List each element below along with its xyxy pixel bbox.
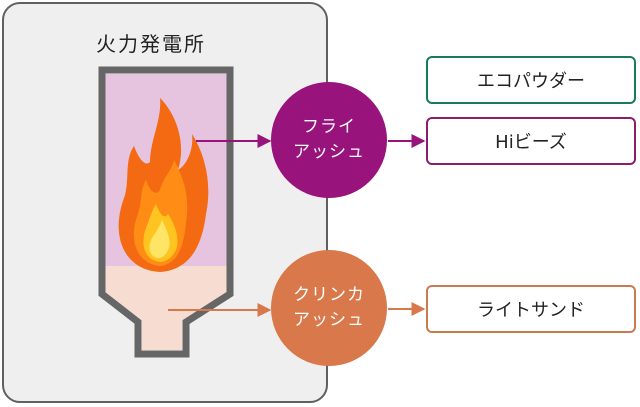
product-hi-beads-label: Hiビーズ	[495, 132, 567, 153]
fly-ash-bubble: フライ アッシュ	[271, 82, 387, 198]
plant-title: 火力発電所	[96, 32, 206, 56]
flame-icon	[118, 98, 209, 272]
clinker-ash-bubble: クリンカ アッシュ	[271, 250, 387, 366]
boiler-lower-region	[105, 266, 227, 350]
product-eco-powder-label: エコパウダー	[477, 71, 585, 92]
clinker-ash-label-line1: クリンカ	[293, 285, 365, 306]
product-light-sand: ライトサンド	[426, 285, 636, 333]
boiler-outline	[98, 66, 234, 358]
fly-ash-label-line1: フライ	[302, 117, 356, 138]
product-hi-beads: Hiビーズ	[426, 117, 636, 165]
fly-ash-label-line2: アッシュ	[293, 142, 365, 162]
product-light-sand-label: ライトサンド	[477, 300, 585, 321]
clinker-ash-label-line2: アッシュ	[293, 310, 365, 330]
product-eco-powder: エコパウダー	[426, 56, 636, 104]
